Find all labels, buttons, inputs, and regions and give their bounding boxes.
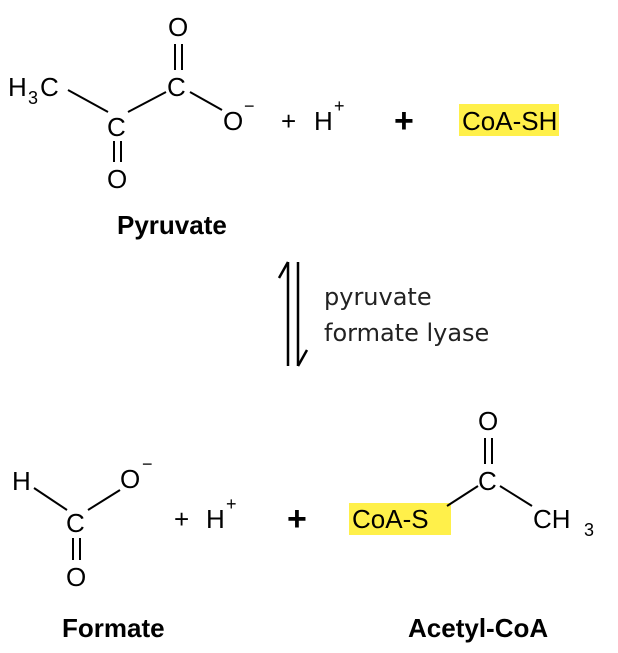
- coash-highlighted-part: CoA-S: [462, 106, 539, 136]
- pyruvate-carboxyl-c: C: [167, 72, 186, 102]
- reactant-plus-2: +: [394, 102, 414, 140]
- reactant-proton-h: H: [314, 106, 333, 136]
- formate-o-double: O: [66, 562, 86, 592]
- product-proton-charge: +: [226, 494, 237, 514]
- enzyme-name-line1: pyruvate: [324, 283, 432, 311]
- reverse-arrow-half-head: [277, 261, 290, 279]
- pyruvate-carboxyl-o-minus: O: [223, 106, 243, 136]
- acetyl-coa-structure: CoA-S C O CH 3: [349, 406, 594, 540]
- formate-label: Formate: [62, 613, 165, 643]
- bond-ch3-c2: [67, 89, 109, 113]
- pyruvate-structure: H 3 C C O C O O −: [8, 12, 255, 194]
- formate-charge-minus: −: [142, 454, 153, 474]
- bond-c2-c1: [127, 91, 167, 113]
- enzyme-name-line2: formate lyase: [324, 319, 489, 347]
- bond-h-c: [33, 487, 68, 511]
- formate-o-minus: O: [120, 464, 140, 494]
- pyruvate-methyl-h: H: [8, 72, 27, 102]
- coash-formula: CoA-SH: [462, 106, 557, 136]
- pyruvate-label: Pyruvate: [117, 210, 227, 240]
- equilibrium-arrows: [277, 261, 309, 367]
- pyruvate-methyl-c: C: [40, 72, 59, 102]
- forward-arrow-half-head: [296, 349, 309, 367]
- formate-structure: H C O − O: [12, 454, 153, 592]
- product-plus-1: +: [174, 504, 189, 534]
- acetyl-methyl: CH: [533, 504, 571, 534]
- bond-s-c: [446, 485, 479, 507]
- pyruvate-carbonyl-c: C: [107, 112, 126, 142]
- formate-c: C: [66, 508, 85, 538]
- bond-c-o-minus: [87, 489, 121, 511]
- formate-h: H: [12, 466, 31, 496]
- bond-c1-o-minus: [189, 91, 223, 111]
- acetyl-coas-highlight: [349, 503, 451, 535]
- product-plus-2: +: [287, 500, 307, 538]
- acetyl-carbonyl-o: O: [478, 406, 498, 436]
- reactant-proton-charge: +: [334, 96, 345, 116]
- coash-highlight: [459, 104, 559, 136]
- pyruvate-carboxyl-o-top: O: [168, 12, 188, 42]
- coash-h: H: [539, 106, 558, 136]
- bond-c-ch3: [499, 485, 533, 507]
- pyruvate-methyl-subscript: 3: [28, 88, 38, 108]
- pyruvate-charge-minus: −: [244, 96, 255, 116]
- acetyl-methyl-subscript: 3: [584, 520, 594, 540]
- acetyl-coas: CoA-S: [352, 504, 429, 534]
- reactant-plus-1: +: [281, 106, 296, 136]
- acetyl-coa-label: Acetyl-CoA: [408, 613, 548, 643]
- acetyl-carbonyl-c: C: [478, 466, 497, 496]
- pyruvate-carbonyl-o: O: [107, 164, 127, 194]
- product-proton-h: H: [206, 504, 225, 534]
